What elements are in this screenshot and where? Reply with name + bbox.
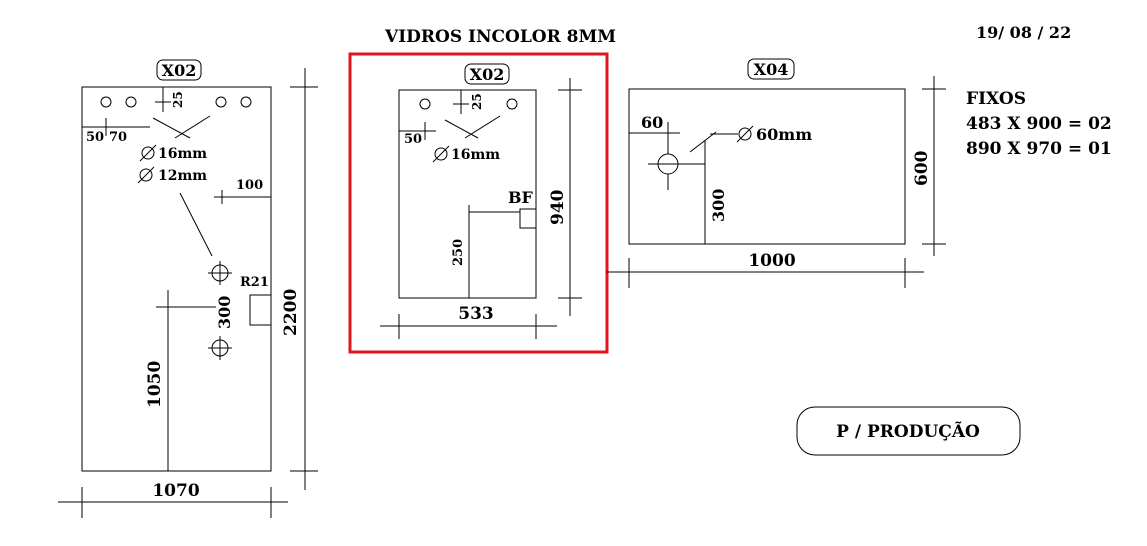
dim-1070: 1070 (152, 481, 199, 501)
dim-70: 70 (109, 130, 127, 145)
production-stamp-label: P / PRODUÇÃO (836, 420, 980, 442)
dim-50: 50 (86, 130, 104, 145)
fixos-heading: FIXOS (966, 89, 1026, 109)
dim-2200: 2200 (281, 289, 301, 336)
highlight-box (348, 52, 609, 354)
fixos-line-1: 483 X 900 = 02 (966, 114, 1112, 134)
dim-1050: 1050 (145, 361, 165, 408)
hole-small (506, 98, 518, 110)
panel-right-outline (628, 88, 906, 245)
diameter-symbol-icon (137, 166, 155, 184)
hole-12mm-label: 12mm (158, 168, 207, 184)
dim-600: 600 (912, 150, 932, 186)
diameter-symbol-icon (736, 125, 754, 143)
panel-middle-tag: X02 (470, 65, 505, 84)
panel-right-tag-box (747, 58, 795, 80)
diameter-symbol-icon (432, 145, 450, 163)
panel-left-outline (81, 86, 272, 472)
hole-small (215, 96, 227, 108)
dim-60: 60 (641, 113, 663, 132)
dim-100: 100 (236, 178, 263, 193)
panel-right: X04 60 300 60mm 600 1000 (607, 58, 946, 288)
hole-small (100, 96, 112, 108)
dim-1000: 1000 (748, 251, 795, 271)
dim-r21: R21 (240, 275, 269, 290)
panel-middle: X02 25 50 16mm BF 250 940 (380, 63, 582, 339)
hole-small (125, 96, 137, 108)
diameter-symbol-icon (139, 144, 157, 162)
fixos-line-2: 890 X 970 = 01 (966, 139, 1112, 159)
panel-left: X02 25 50 70 16mm 12mm (58, 59, 318, 518)
dim-25: 25 (171, 91, 185, 108)
dim-250: 250 (451, 239, 466, 266)
hole-small (419, 98, 431, 110)
panel-middle-outline (398, 89, 537, 299)
dim-940: 940 (548, 189, 568, 225)
dim-50: 50 (404, 132, 422, 147)
dim-25: 25 (470, 93, 484, 110)
panel-middle-tag-box (464, 63, 510, 85)
production-stamp: P / PRODUÇÃO (796, 406, 1021, 456)
dim-300: 300 (215, 296, 234, 329)
notch-bf-label: BF (508, 188, 534, 207)
drawing-date: 19/ 08 / 22 (976, 23, 1071, 42)
dim-533: 533 (458, 304, 494, 324)
hole-16mm-label: 16mm (158, 146, 207, 162)
panel-left-tag: X02 (162, 61, 197, 80)
hole-60mm-label: 60mm (756, 125, 812, 144)
dim-300: 300 (709, 189, 728, 222)
panel-left-tag-box (156, 59, 202, 81)
hole-small (240, 96, 252, 108)
panel-right-tag: X04 (754, 60, 789, 79)
hole-16mm-label: 16mm (451, 147, 500, 163)
drawing-title: VIDROS INCOLOR 8MM (384, 27, 616, 47)
